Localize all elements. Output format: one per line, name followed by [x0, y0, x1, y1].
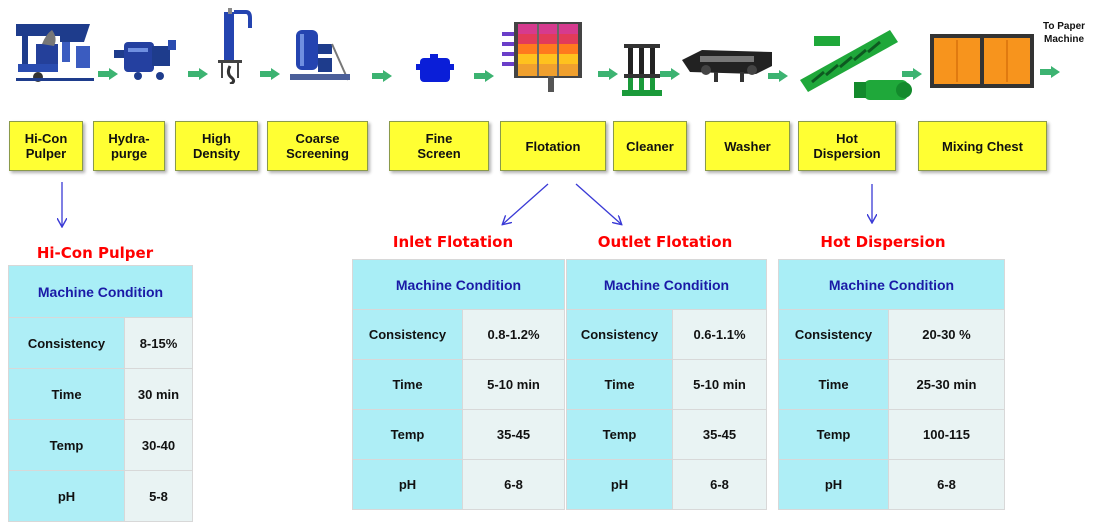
row-value: 30 min — [124, 368, 193, 420]
row-label: pH — [8, 470, 125, 522]
row-value: 0.8-1.2% — [462, 309, 565, 360]
coarse-screen-icon — [290, 30, 350, 81]
row-value: 25-30 min — [888, 359, 1005, 410]
flow-arrow-7 — [660, 68, 680, 80]
table-title-outlet-flotation: Outlet Flotation — [597, 233, 733, 251]
flow-arrow-1 — [98, 68, 118, 80]
to-paper-machine-label: To Paper Machine — [1043, 21, 1086, 45]
stage-fine-screen: Fine Screen — [389, 121, 489, 171]
row-value: 35-45 — [672, 409, 767, 460]
table-header: Machine Condition — [778, 259, 1005, 310]
mixing-chest-icon — [930, 34, 1034, 88]
stage-hydrapurge: Hydra- purge — [93, 121, 165, 171]
pointer-arrows — [0, 182, 1098, 240]
row-value: 6-8 — [672, 459, 767, 510]
row-label: Consistency — [778, 309, 889, 360]
arrow-to-outlet-flotation — [575, 183, 621, 224]
table-title-hot-dispersion: Hot Dispersion — [820, 233, 946, 251]
flotation-cell-icon — [502, 22, 582, 92]
row-value: 5-8 — [124, 470, 193, 522]
row-value: 35-45 — [462, 409, 565, 460]
stage-flotation: Flotation — [500, 121, 606, 171]
row-label: pH — [778, 459, 889, 510]
row-label: Temp — [352, 409, 463, 460]
table-header: Machine Condition — [566, 259, 767, 310]
row-value: 6-8 — [462, 459, 565, 510]
row-label: Temp — [778, 409, 889, 460]
row-value: 5-10 min — [462, 359, 565, 410]
flow-arrow-8 — [768, 70, 788, 82]
pulper-icon — [16, 24, 94, 82]
table-header: Machine Condition — [352, 259, 565, 310]
row-label: Temp — [8, 419, 125, 471]
stage-coarse-screening: Coarse Screening — [267, 121, 368, 171]
row-label: pH — [566, 459, 673, 510]
stage-washer: Washer — [705, 121, 790, 171]
table-title-inlet-flotation: Inlet Flotation — [392, 233, 514, 251]
row-value: 6-8 — [888, 459, 1005, 510]
row-value: 30-40 — [124, 419, 193, 471]
row-label: Consistency — [8, 317, 125, 369]
disperser-icon — [800, 30, 912, 100]
cleaner-icon — [622, 44, 662, 96]
stage-hi-con-pulper: Hi-Con Pulper — [9, 121, 83, 171]
hydrapurge-icon — [114, 40, 176, 80]
row-value: 20-30 % — [888, 309, 1005, 360]
flow-arrow-9 — [902, 68, 922, 80]
flow-arrow-3 — [260, 68, 280, 80]
row-value: 0.6-1.1% — [672, 309, 767, 360]
row-label: Consistency — [566, 309, 673, 360]
washer-icon — [682, 50, 772, 82]
stage-hot-dispersion: Hot Dispersion — [798, 121, 896, 171]
stage-cleaner: Cleaner — [613, 121, 687, 171]
flow-arrow-6 — [598, 68, 618, 80]
flow-arrow-5 — [474, 70, 494, 82]
table-header: Machine Condition — [8, 265, 193, 318]
row-value: 100-115 — [888, 409, 1005, 460]
table-title-hi-con-pulper: Hi-Con Pulper — [36, 244, 154, 262]
row-value: 8-15% — [124, 317, 193, 369]
stage-mixing-chest: Mixing Chest — [918, 121, 1047, 171]
row-value: 5-10 min — [672, 359, 767, 410]
flow-arrow-2 — [188, 68, 208, 80]
flow-arrow-4 — [372, 70, 392, 82]
row-label: Time — [8, 368, 125, 420]
fine-screen-icon — [416, 54, 454, 82]
row-label: Consistency — [352, 309, 463, 360]
row-label: pH — [352, 459, 463, 510]
stage-high-density: High Density — [175, 121, 258, 171]
arrow-to-inlet-flotation — [503, 183, 549, 224]
row-label: Time — [352, 359, 463, 410]
row-label: Temp — [566, 409, 673, 460]
flow-arrow-10 — [1040, 66, 1060, 78]
high-density-cleaner-icon — [218, 8, 252, 84]
row-label: Time — [778, 359, 889, 410]
row-label: Time — [566, 359, 673, 410]
